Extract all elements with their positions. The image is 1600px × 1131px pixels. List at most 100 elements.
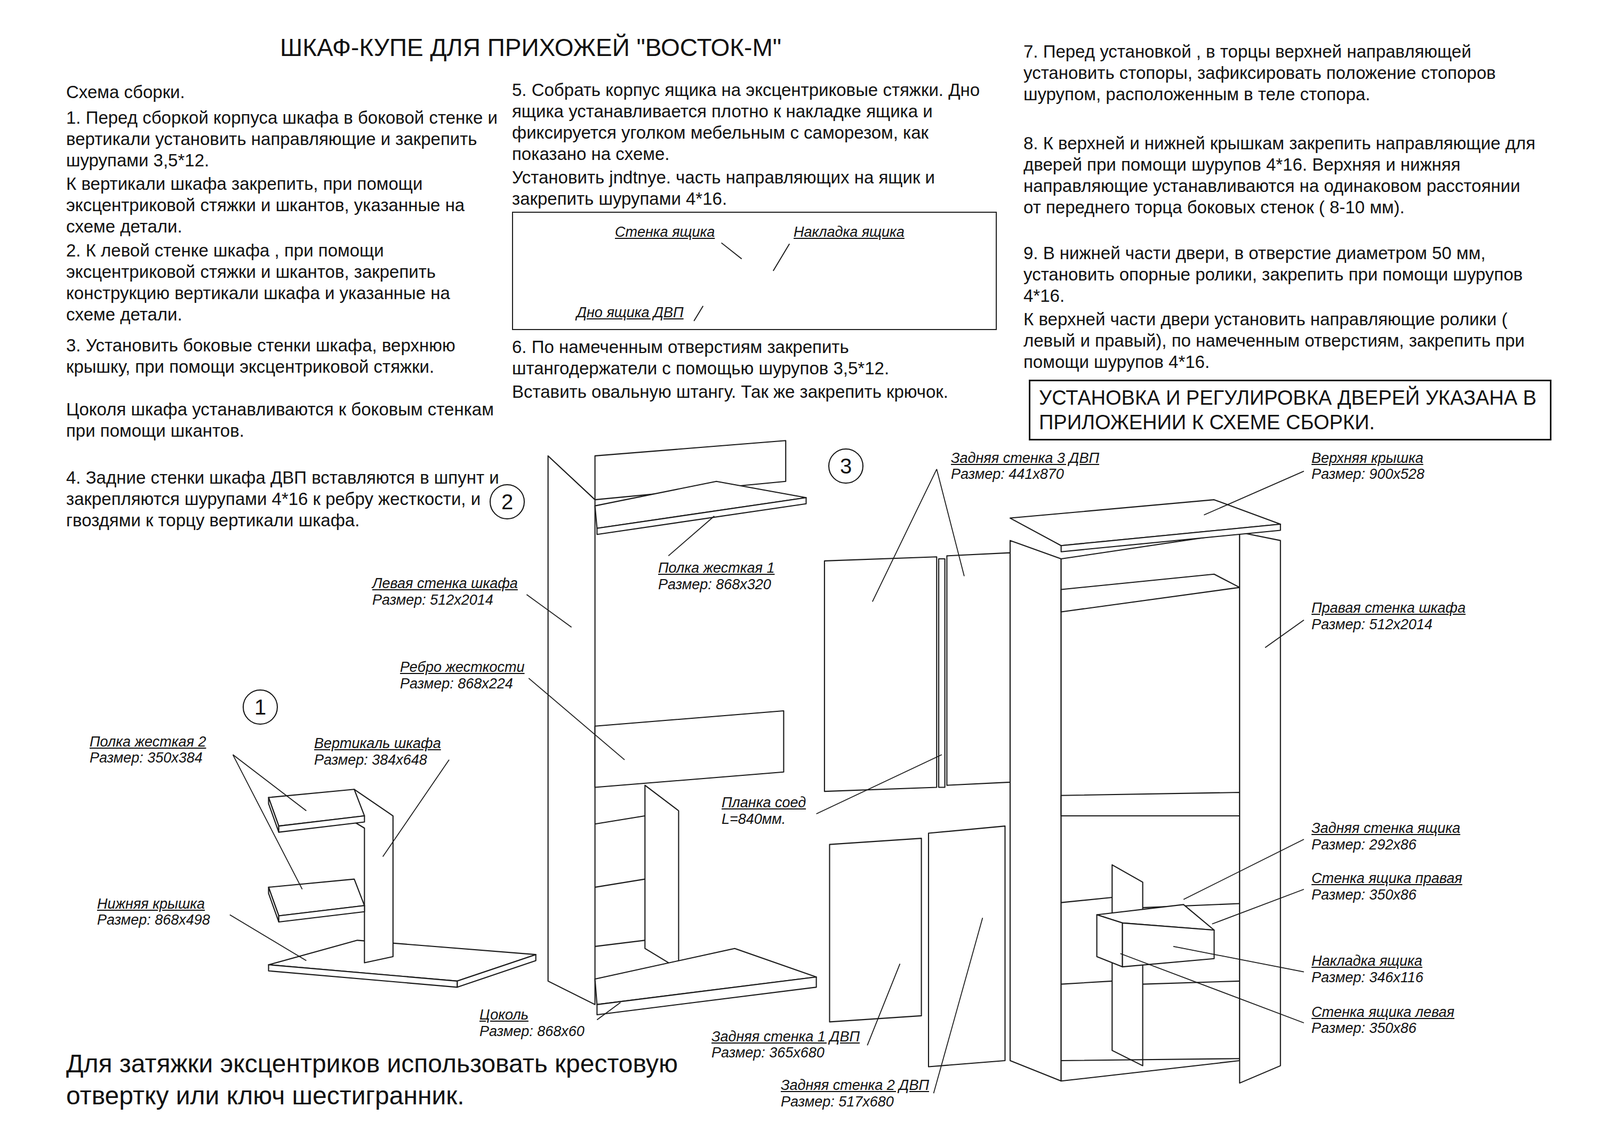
instruction-text: Схема сборки. <box>66 81 500 103</box>
dimension-label: Размер: 441х870 <box>950 466 1064 483</box>
leader-line <box>229 915 307 962</box>
figure-three <box>1122 923 1214 967</box>
dimension-label: Размер: 292х86 <box>1311 836 1417 853</box>
figure-one <box>278 816 365 833</box>
figure-two <box>596 497 806 535</box>
leader-line <box>526 594 572 628</box>
figure-one <box>268 964 458 988</box>
figure-one <box>268 940 536 982</box>
instruction-text: 7. Перед установкой , в торцы верхней на… <box>1023 41 1541 106</box>
instruction-text: Вставить овальную штангу. Так же закрепи… <box>512 381 997 403</box>
instruction-text: 6. По намеченным отверстиям закрепить шт… <box>512 336 997 380</box>
dimension-label: Размер: 346х116 <box>1311 969 1424 986</box>
instruction-text: К верхней части двери установить направл… <box>1023 308 1541 373</box>
leader-line <box>872 469 965 603</box>
part-label: Задняя стенка 2 ДВП <box>780 1077 930 1094</box>
part-label: Вертикаль шкафа <box>314 735 442 752</box>
dimension-label: Размер: 365х680 <box>711 1044 825 1061</box>
dimension-label: Размер: 868х320 <box>658 576 772 593</box>
figure-two <box>644 785 679 970</box>
leader-line <box>528 678 625 760</box>
leader-line <box>1212 889 1304 925</box>
part-label: Накладка ящика <box>1311 953 1423 970</box>
instruction-text: 9. В нижней части двери, в отверстие диа… <box>1023 242 1541 307</box>
leader-line <box>1173 946 1304 973</box>
figure-three <box>1061 524 1281 552</box>
notice-box: УСТАНОВКА И РЕГУЛИРОВКА ДВЕРЕЙ УКАЗАНА В… <box>1028 379 1552 441</box>
leader-line <box>233 754 307 890</box>
leader-line <box>867 963 900 1046</box>
part-label: Правая стенка шкафа <box>1311 600 1466 616</box>
figure-one <box>268 887 279 923</box>
part-label: Стенка ящика <box>614 224 715 240</box>
dimension-label: L=840мм. <box>721 811 786 828</box>
footer-note: Для затяжки эксцентриков использовать кр… <box>66 1048 680 1112</box>
callout-number: 3 <box>828 448 864 484</box>
figure-two <box>548 440 817 1015</box>
figure-two <box>596 977 816 1015</box>
figure-two <box>548 456 596 1005</box>
part-label: Ребро жесткости <box>400 659 525 676</box>
figure-one <box>278 905 365 923</box>
part-label: Задняя стенка 1 ДВП <box>711 1028 860 1045</box>
instruction-text: 8. К верхней и нижней крышкам закрепить … <box>1023 132 1541 219</box>
instruction-text: 3. Установить боковые стенки шкафа, верх… <box>66 334 500 378</box>
callout-number: 1 <box>242 689 278 725</box>
part-label: Дно ящика ДВП <box>576 304 684 321</box>
instruction-text: Цоколя шкафа устанавливаются к боковым с… <box>66 398 500 442</box>
part-label: Стенка ящика правая <box>1311 870 1463 887</box>
callout-number: 2 <box>489 484 525 520</box>
part-label: Цоколь <box>479 1006 529 1023</box>
part-label: Планка соед <box>721 794 806 811</box>
part-label: Задняя стенка 3 ДВП <box>950 450 1100 467</box>
figure-three <box>946 553 1011 786</box>
dimension-label: Размер: 384х648 <box>314 752 428 768</box>
figure-three <box>824 556 937 792</box>
dimension-label: Размер: 512х2014 <box>1311 616 1433 633</box>
figure-three <box>829 838 922 1022</box>
dimension-label: Размер: 868х224 <box>400 675 514 692</box>
page-title: ШКАФ-КУПЕ ДЛЯ ПРИХОЖЕЙ "ВОСТОК-М" <box>280 33 782 62</box>
instruction-text: 1. Перед сборкой корпуса шкафа в боковой… <box>66 107 500 172</box>
leader-line <box>933 917 983 1094</box>
leader-line <box>668 516 715 557</box>
figure-three <box>938 558 945 788</box>
figure-one <box>268 789 536 988</box>
leader-line <box>1120 953 1304 1023</box>
figure-three <box>1010 540 1062 1082</box>
part-label: Полка жесткая 1 <box>658 560 775 576</box>
leader-line <box>1265 620 1304 648</box>
part-label: Полка жесткая 2 <box>89 733 206 750</box>
part-label: Накладка ящика <box>793 224 905 240</box>
dimension-label: Размер: 868х498 <box>97 912 211 928</box>
part-label: Задняя стенка ящика <box>1311 820 1461 837</box>
notice-text: УСТАНОВКА И РЕГУЛИРОВКА ДВЕРЕЙ УКАЗАНА В… <box>1038 385 1542 435</box>
callout-text: 3 <box>840 454 852 478</box>
instruction-text: 5. Собрать корпус ящика на эксцентриковы… <box>512 79 997 165</box>
leader-line <box>816 754 942 814</box>
instruction-text: 2. К левой стенке шкафа , при помощи экс… <box>66 240 500 326</box>
figure-one <box>457 954 536 988</box>
callout-text: 1 <box>254 695 267 719</box>
figure-three <box>1061 792 1240 816</box>
figure-two <box>595 816 646 947</box>
figure-three <box>1061 574 1240 613</box>
instruction-text: Установить jndtnye. часть направляющих н… <box>512 166 997 210</box>
dimension-label: Размер: 512х2014 <box>372 592 494 608</box>
drawing <box>229 440 1304 1094</box>
leader-line <box>1183 839 1304 900</box>
figure-three <box>824 499 1281 1084</box>
instruction-text: К вертикали шкафа закрепить, при помощи … <box>66 173 500 238</box>
figure-three <box>1061 897 1240 1061</box>
leader-line <box>596 1002 621 1021</box>
callout-text: 2 <box>501 490 514 514</box>
dimension-label: Размер: 868х60 <box>479 1023 585 1040</box>
dimension-label: Размер: 900х528 <box>1311 466 1425 483</box>
leader-line <box>693 242 790 322</box>
leader-line <box>382 760 450 858</box>
figure-three <box>1061 532 1240 1082</box>
dimension-label: Размер: 350х86 <box>1311 886 1417 903</box>
figure-three <box>928 826 1005 1067</box>
dimension-label: Размер: 517х680 <box>780 1093 894 1110</box>
